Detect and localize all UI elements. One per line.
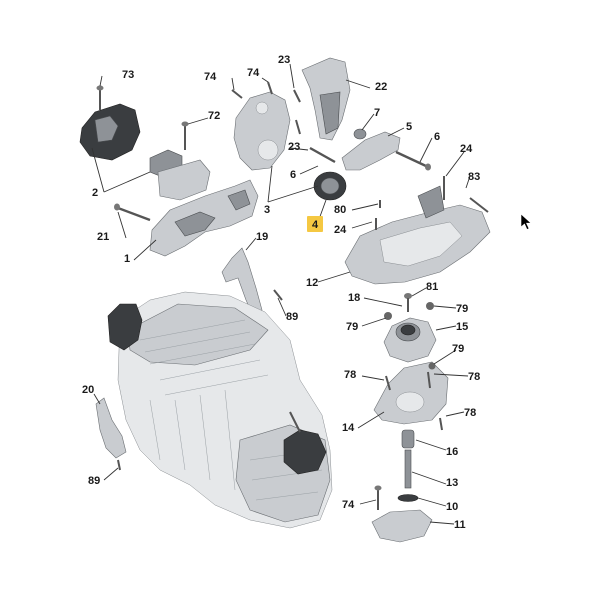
callout-23-a[interactable]: 23: [278, 54, 290, 66]
mouse-pointer-icon: [520, 213, 532, 230]
callout-74-a[interactable]: 74: [204, 71, 217, 83]
callout-18[interactable]: 18: [348, 292, 360, 304]
callout-74-b[interactable]: 74: [247, 67, 260, 79]
callout-13[interactable]: 13: [446, 477, 458, 489]
callout-89-a[interactable]: 89: [286, 311, 298, 323]
callout-74-c[interactable]: 74: [342, 499, 355, 511]
battery-tray-assembly: [344, 176, 491, 285]
callout-78-a[interactable]: 78: [344, 369, 356, 381]
callout-2[interactable]: 2: [92, 187, 98, 199]
callout-81[interactable]: 81: [426, 281, 438, 293]
upper-bracket-assembly: [231, 57, 431, 208]
callout-16[interactable]: 16: [446, 446, 458, 458]
callout-24-b[interactable]: 24: [334, 224, 347, 236]
leader-lines: [91, 63, 471, 525]
callout-20[interactable]: 20: [82, 384, 94, 396]
bracket-20: [95, 397, 127, 471]
callout-83[interactable]: 83: [468, 171, 480, 183]
callout-15[interactable]: 15: [456, 321, 468, 333]
callout-12[interactable]: 12: [306, 277, 318, 289]
highlighted-callout-4[interactable]: 4: [307, 216, 323, 232]
callout-11[interactable]: 11: [454, 519, 466, 531]
engine-block: [107, 291, 333, 529]
callout-5[interactable]: 5: [406, 121, 412, 133]
callout-78-b[interactable]: 78: [468, 371, 480, 383]
callout-21[interactable]: 21: [97, 231, 109, 243]
callout-23-b[interactable]: 23: [288, 141, 300, 153]
callout-7[interactable]: 7: [374, 107, 380, 119]
callout-6-b[interactable]: 6: [290, 169, 296, 181]
callout-6-a[interactable]: 6: [434, 131, 440, 143]
callout-79-b[interactable]: 79: [346, 321, 358, 333]
callout-22[interactable]: 22: [375, 81, 387, 93]
callout-24-a[interactable]: 24: [460, 143, 473, 155]
callout-14[interactable]: 14: [342, 422, 355, 434]
lower-mount-stack: [371, 293, 449, 543]
callout-79-c[interactable]: 79: [452, 343, 464, 355]
callout-80[interactable]: 80: [334, 204, 346, 216]
callout-19[interactable]: 19: [256, 231, 268, 243]
callout-72[interactable]: 72: [208, 110, 220, 122]
callout-1[interactable]: 1: [124, 253, 130, 265]
callout-4: 4: [312, 219, 319, 231]
callout-10[interactable]: 10: [446, 501, 458, 513]
callout-3[interactable]: 3: [264, 204, 270, 216]
engine-mount-left-assembly: [79, 85, 259, 257]
callout-79-a[interactable]: 79: [456, 303, 468, 315]
callout-labels: 73 74 74 23 22 72 7 5 6 23 6 24 2 83 3 8…: [82, 54, 480, 531]
highlight-box: [307, 216, 323, 232]
callout-89-b[interactable]: 89: [88, 475, 100, 487]
callout-73[interactable]: 73: [122, 69, 134, 81]
callout-78-c[interactable]: 78: [464, 407, 476, 419]
